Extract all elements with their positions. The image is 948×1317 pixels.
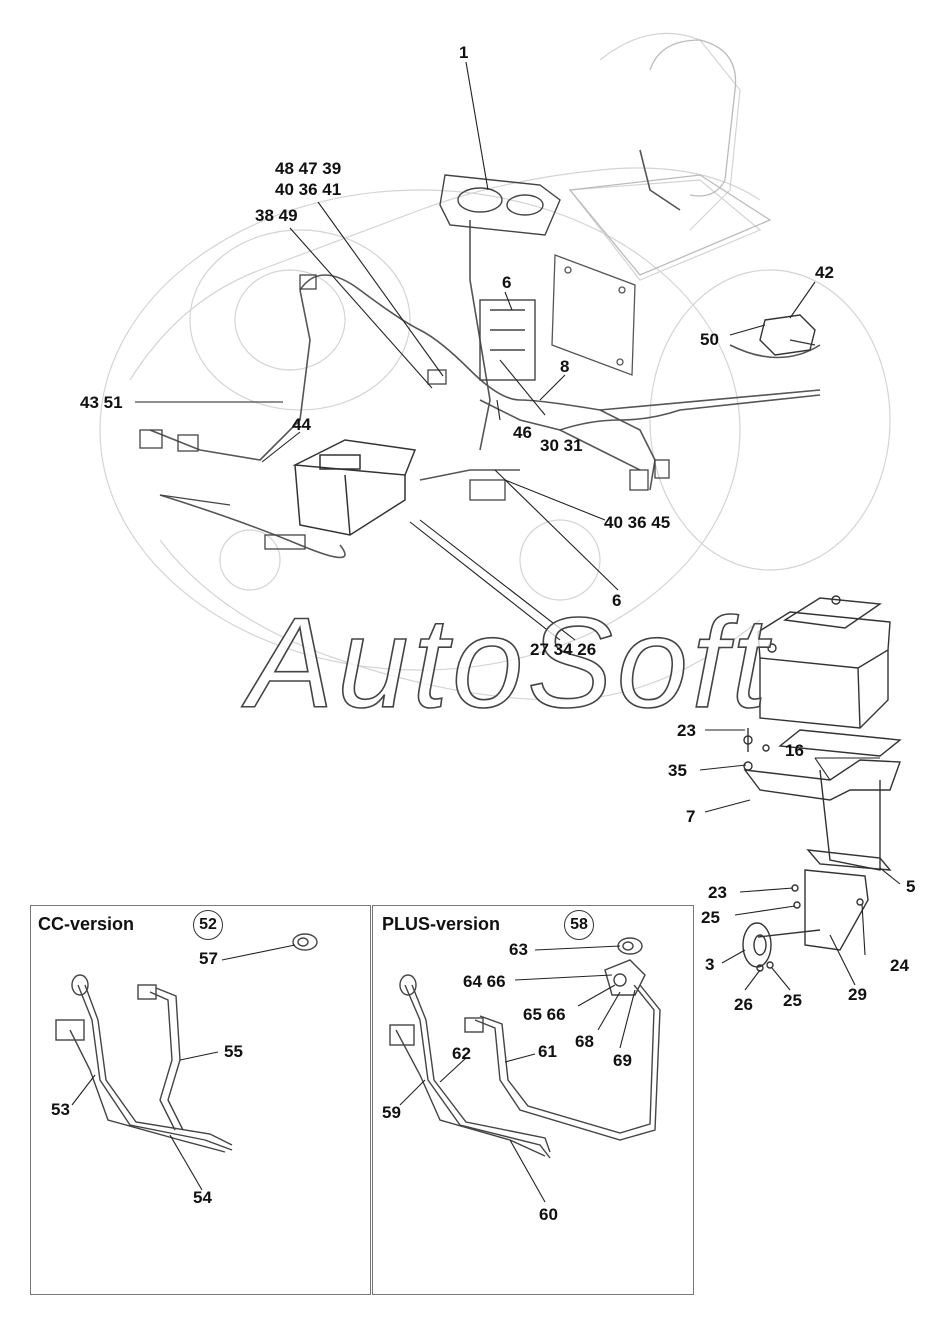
cc-version-badge: 52	[193, 910, 223, 940]
callout-23-bottom: 23	[708, 883, 727, 902]
callout-23-top: 23	[677, 721, 696, 740]
callout-42: 42	[815, 263, 834, 282]
cc-version-panel: CC-version 52 57 55 53 54	[30, 905, 371, 1295]
callout-65-66: 65 66	[523, 1005, 566, 1024]
callout-24: 24	[890, 956, 909, 975]
callout-63: 63	[509, 940, 528, 959]
callout-54: 54	[193, 1188, 212, 1207]
callout-46: 46	[513, 423, 532, 442]
callout-60: 60	[539, 1205, 558, 1224]
callout-29: 29	[848, 985, 867, 1004]
callout-68: 68	[575, 1032, 594, 1051]
leader-lines	[135, 61, 816, 641]
relay-component	[759, 314, 816, 356]
callout-64-66: 64 66	[463, 972, 506, 991]
callout-6-top: 6	[502, 273, 512, 292]
connectors	[139, 274, 670, 550]
battery-bracket-assembly	[742, 595, 902, 972]
callout-27-34-26: 27 34 26	[530, 640, 597, 659]
battery-main	[292, 439, 417, 536]
callout-25-right: 25	[783, 991, 802, 1010]
callout-69: 69	[613, 1051, 632, 1070]
callout-35: 35	[668, 761, 687, 780]
callout-61: 61	[538, 1042, 557, 1061]
plus-leader-lines	[399, 945, 636, 1203]
callout-5: 5	[906, 877, 916, 896]
callout-40-36-41: 40 36 41	[275, 180, 342, 199]
callout-44: 44	[292, 415, 311, 434]
callout-38-49: 38 49	[255, 206, 298, 225]
instrument-cluster	[439, 174, 561, 236]
plus-version-badge: 58	[564, 910, 594, 940]
callout-30-31: 30 31	[540, 436, 583, 455]
cc-version-title: CC-version	[38, 914, 135, 934]
mounting-plate	[551, 254, 636, 376]
watermark-text: AutoSoft	[247, 591, 771, 736]
callout-50: 50	[700, 330, 719, 349]
chassis-background	[99, 32, 891, 701]
callout-40-36-45: 40 36 45	[604, 513, 671, 532]
seat	[568, 39, 772, 276]
plus-version-title: PLUS-version	[382, 914, 501, 934]
bracket-leader-lines	[699, 729, 901, 991]
fuse-box	[479, 299, 536, 381]
callout-48-47-39: 48 47 39	[275, 159, 342, 178]
callout-16: 16	[785, 741, 804, 760]
callout-59: 59	[382, 1103, 401, 1122]
plus-version-panel: PLUS-version 58 63 64 66 65 66 68 69 62 …	[372, 905, 694, 1295]
callout-26: 26	[734, 995, 753, 1014]
callout-57: 57	[199, 949, 218, 968]
callout-43-51: 43 51	[80, 393, 123, 412]
callout-1: 1	[459, 43, 469, 62]
callout-3: 3	[705, 955, 715, 974]
callout-25-left: 25	[701, 908, 720, 927]
callout-62: 62	[452, 1044, 471, 1063]
callout-8: 8	[560, 357, 570, 376]
callout-7: 7	[686, 807, 696, 826]
plus-cables	[389, 937, 661, 1159]
callout-53: 53	[51, 1100, 70, 1119]
callout-6-bottom: 6	[612, 591, 622, 610]
callout-55: 55	[224, 1042, 243, 1061]
cc-leader-lines	[71, 944, 296, 1191]
